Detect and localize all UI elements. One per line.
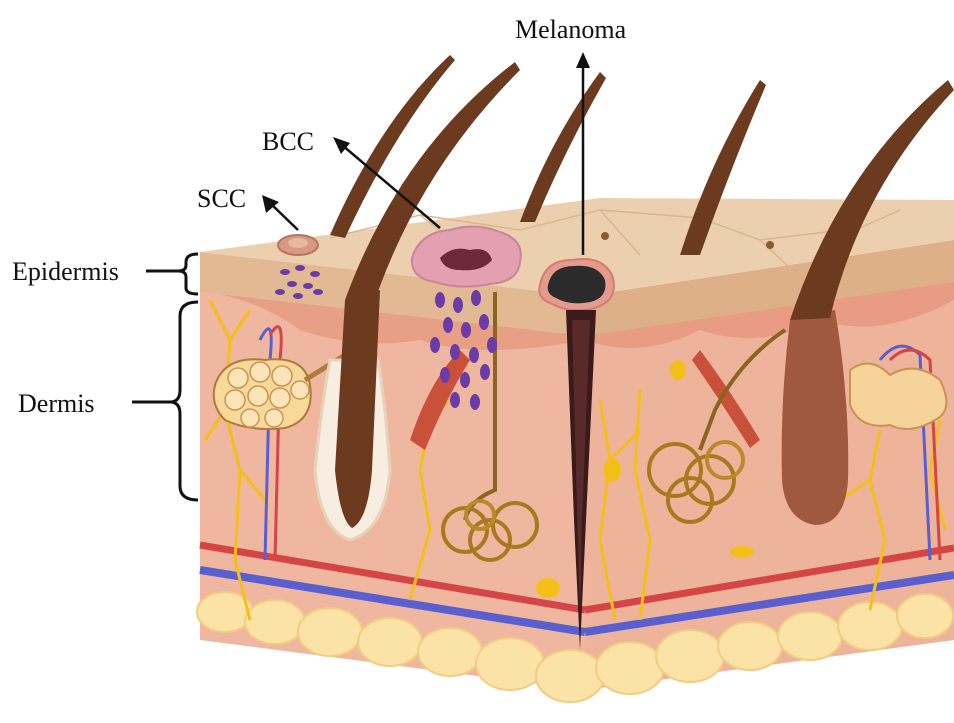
epidermis-label: Epidermis (12, 257, 119, 286)
bcc-arrow-head (333, 137, 350, 154)
sebaceous-gland-right (850, 364, 946, 429)
dermis-label: Dermis (18, 389, 95, 418)
dermis-bracket (132, 302, 198, 500)
scc-lesion (278, 235, 318, 255)
melanoma-arrow-head (576, 52, 590, 68)
bcc-lesion (412, 226, 521, 286)
melanoma-label: Melanoma (515, 15, 627, 44)
scc-label: SCC (197, 184, 246, 213)
scc-arrow (270, 203, 298, 230)
hair-follicle-right (782, 310, 849, 525)
epidermis-bracket (146, 254, 198, 294)
melanoma-lesion (539, 259, 614, 310)
bcc-label: BCC (262, 127, 314, 156)
